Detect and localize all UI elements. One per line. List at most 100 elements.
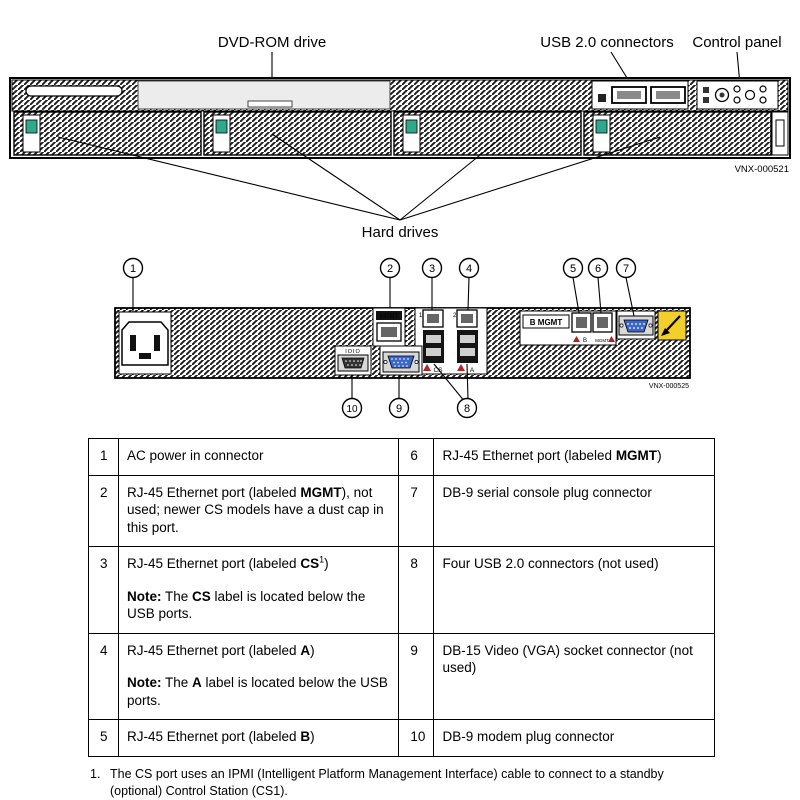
warning-triangle-cs — [423, 364, 431, 371]
svg-text:5: 5 — [570, 263, 576, 275]
mgmt-port-2: MGMT — [372, 307, 406, 347]
server-rear-chassis: MGMT 1 CS 2 — [114, 307, 691, 379]
front-view-figure: DVD-ROM drive USB 2.0 connectors Control… — [9, 34, 791, 241]
rear-figure-id: VNX-000525 — [649, 383, 689, 390]
warning-triangle-a — [457, 364, 465, 371]
mgmt-port-label: MGMT — [380, 314, 399, 320]
mgm-label: MGMT — [595, 338, 609, 343]
callout-number-cell: 9 — [398, 632, 435, 721]
port-tag-1: 1 — [419, 313, 423, 319]
drive-latch-clip — [595, 119, 608, 134]
control-panel — [696, 80, 779, 110]
callout-number-cell: 4 — [88, 632, 119, 721]
callout-number-cell: 10 — [398, 719, 435, 758]
drive-latch-clip — [215, 119, 228, 134]
warning-sticker — [657, 310, 687, 341]
usb-stack-2 — [457, 330, 478, 363]
callout-number-cell: 3 — [88, 546, 119, 634]
svg-text:4: 4 — [466, 263, 472, 275]
warning-triangle-b — [573, 336, 580, 342]
drive-bay-2 — [203, 111, 392, 156]
drive-latch-clip — [405, 119, 418, 134]
port-description-cell: RJ-45 Ethernet port (labeled MGMT), not … — [117, 474, 400, 548]
callout-4: 4 — [458, 257, 480, 279]
port-description-cell: DB-9 serial console plug connector — [433, 474, 715, 548]
svg-text:6: 6 — [595, 263, 601, 275]
svg-text:1: 1 — [130, 263, 136, 275]
svg-text:10: 10 — [346, 404, 358, 415]
b-label: B — [583, 338, 587, 344]
callout-number-cell: 8 — [398, 546, 435, 634]
svg-text:7: 7 — [623, 263, 629, 275]
callout-number-cell: 5 — [88, 719, 119, 758]
svg-text:3: 3 — [429, 263, 435, 275]
callout-5: 5 — [562, 257, 584, 279]
callout-number-cell: 6 — [398, 438, 435, 476]
cs-label: CS — [433, 367, 443, 374]
callout-number-cell: 7 — [398, 474, 435, 548]
drive-bay-3 — [393, 111, 582, 156]
callout-8: 8 — [456, 397, 478, 419]
dvd-eject-button — [247, 100, 293, 108]
footnote: 1. The CS port uses an IPMI (Intelligent… — [90, 766, 712, 800]
svg-text:8: 8 — [464, 403, 470, 415]
rear-leader-lines — [132, 277, 635, 400]
callout-3: 3 — [421, 257, 443, 279]
dvd-rom-drive — [137, 80, 391, 110]
hard-drive-leader-lines — [57, 133, 661, 221]
right-rack-ear — [771, 111, 789, 156]
usb-stack-1 — [423, 330, 444, 363]
port-description-cell: DB-15 Video (VGA) socket connector (not … — [433, 632, 715, 721]
svg-text:2: 2 — [387, 263, 393, 275]
port-description-cell: AC power in connector — [117, 438, 400, 476]
usb-connectors — [591, 80, 689, 110]
callout-2: 2 — [379, 257, 401, 279]
vga-port — [379, 345, 423, 376]
callout-6: 6 — [587, 257, 609, 279]
port-description-cell: RJ-45 Ethernet port (labeled MGMT) — [433, 438, 715, 476]
hard-drives-callout: Hard drives — [57, 133, 661, 241]
serial-console-port — [616, 310, 656, 340]
b-mgmt-label: B MGMT — [530, 318, 563, 327]
ioio-label: IOIO — [345, 349, 361, 355]
callout-number-cell: 1 — [88, 438, 119, 476]
footnote-text: The CS port uses an IPMI (Intelligent Pl… — [110, 767, 664, 798]
callout-circles: 1 2 3 4 5 6 7 — [122, 257, 637, 419]
callout-1: 1 — [122, 257, 144, 279]
modem-port: IOIO — [334, 345, 372, 376]
front-figure-id: VNX-000521 — [735, 164, 789, 175]
ac-power-inlet — [118, 311, 172, 375]
port-description-cell: DB-9 modem plug connector — [433, 719, 715, 758]
callout-10: 10 — [341, 397, 363, 419]
dvd-rom-label: DVD-ROM drive — [218, 34, 326, 51]
control-panel-label: Control panel — [692, 34, 781, 51]
port-description-cell: RJ-45 Ethernet port (labeled B) — [117, 719, 400, 758]
port-description-cell: RJ-45 Ethernet port (labeled CS1)Note: T… — [117, 546, 400, 634]
drive-latch-clip — [25, 119, 38, 134]
callout-7: 7 — [615, 257, 637, 279]
drive-bay-4 — [583, 111, 772, 156]
cs-a-ports-and-usb: 1 CS 2 A — [414, 307, 488, 375]
callout-number-cell: 2 — [88, 474, 119, 548]
svg-text:9: 9 — [396, 403, 402, 415]
rear-view-figure: MGMT 1 CS 2 — [114, 257, 691, 419]
port-description-cell: RJ-45 Ethernet port (labeled A)Note: The… — [117, 632, 400, 721]
front-vent-slot — [25, 85, 123, 97]
a-label: A — [470, 367, 475, 374]
warning-triangle-mgmt — [608, 336, 615, 342]
usb-connectors-label: USB 2.0 connectors — [540, 34, 673, 51]
drive-bay-1 — [13, 111, 202, 156]
server-front-chassis — [9, 77, 791, 159]
port-description-cell: Four USB 2.0 connectors (not used) — [433, 546, 715, 634]
port-tag-2: 2 — [453, 313, 457, 319]
b-mgmt-ports: B MGMT B MGMT — [519, 310, 617, 346]
